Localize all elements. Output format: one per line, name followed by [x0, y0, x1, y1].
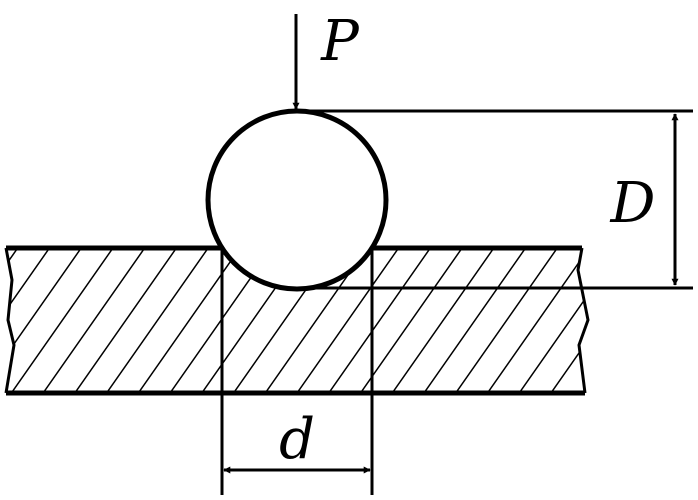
indent-diameter-label: d [279, 407, 315, 472]
force-label: P [320, 9, 360, 74]
ball-indenter [205, 108, 389, 292]
ball-diameter-label: D [610, 171, 656, 236]
slab-right-break [576, 247, 590, 394]
slab-left-break [4, 247, 16, 394]
